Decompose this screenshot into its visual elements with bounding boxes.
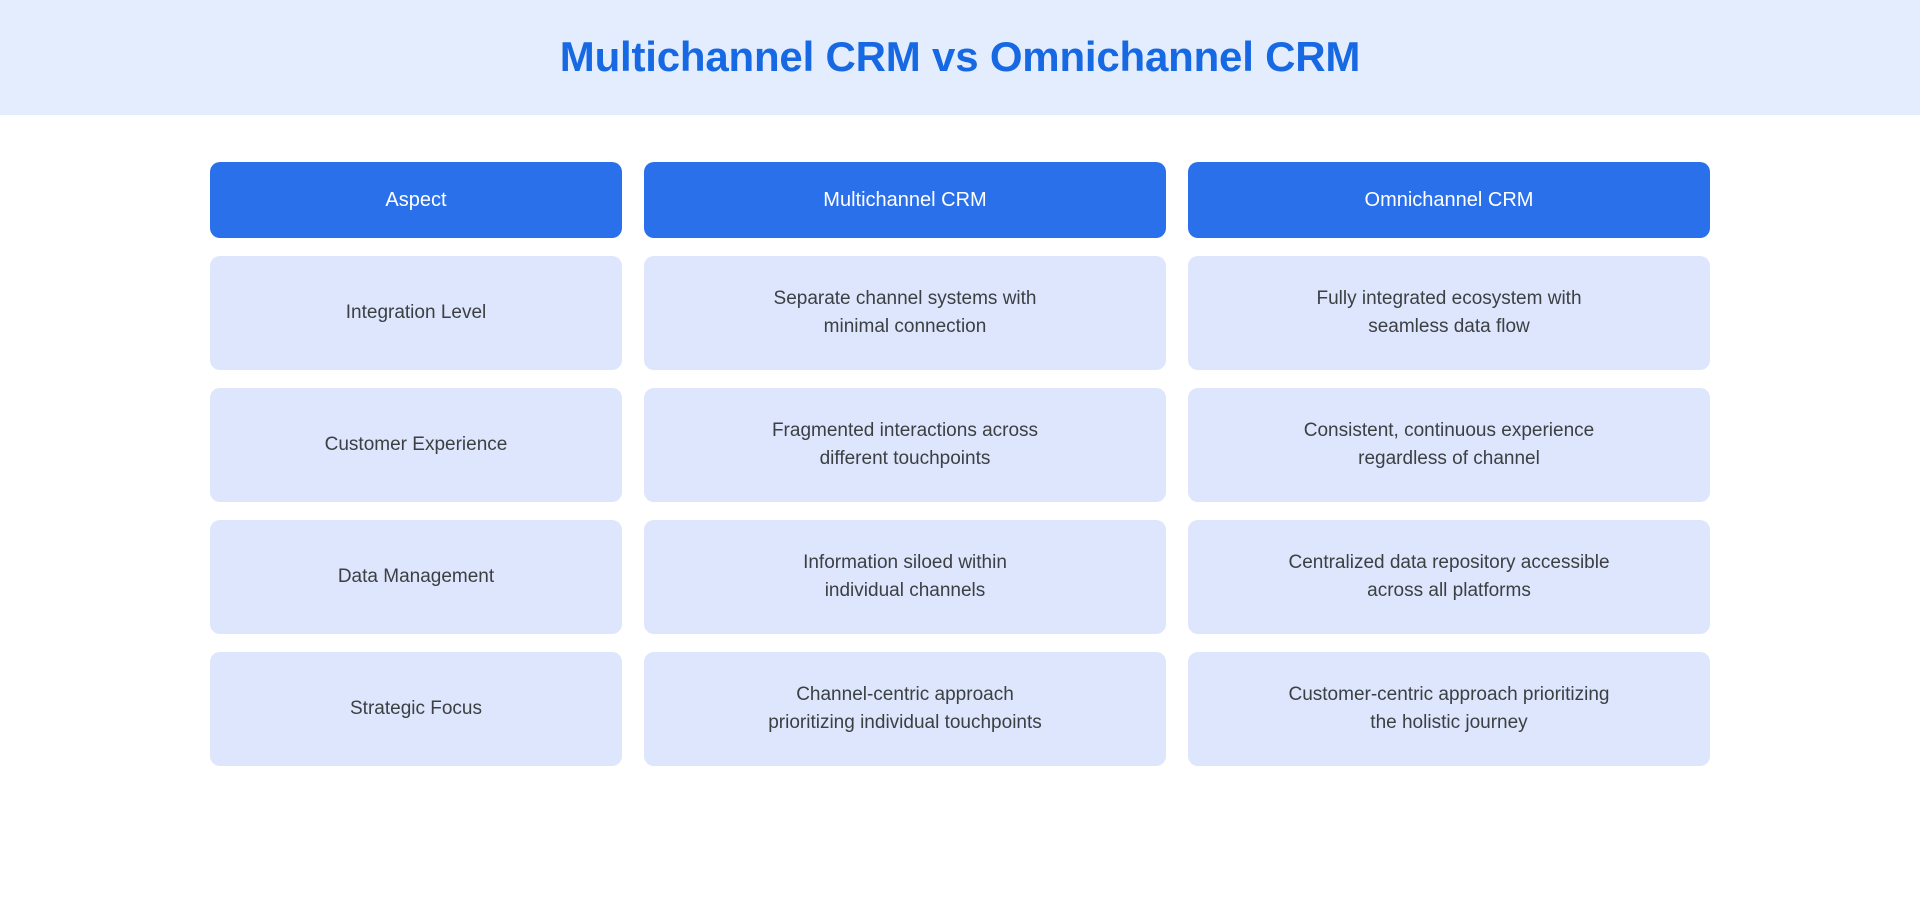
column-header-aspect: Aspect	[210, 162, 622, 238]
table-header-row: Aspect Multichannel CRM Omnichannel CRM	[210, 162, 1710, 238]
column-header-label: Omnichannel CRM	[1364, 188, 1534, 211]
cell-omnichannel: Centralized data repository accessible a…	[1188, 520, 1710, 634]
cell-multichannel: Separate channel systems with minimal co…	[644, 256, 1166, 370]
cell-text: Fragmented interactions across different…	[771, 419, 1039, 470]
cell-text: Fully integrated ecosystem with seamless…	[1316, 287, 1582, 338]
comparison-table: Aspect Multichannel CRM Omnichannel CRM …	[210, 162, 1710, 766]
page-title: Multichannel CRM vs Omnichannel CRM	[559, 33, 1361, 81]
cell-text: Separate channel systems with minimal co…	[773, 287, 1037, 338]
cell-text: Consistent, continuous experience regard…	[1303, 419, 1595, 470]
page-banner: Multichannel CRM vs Omnichannel CRM	[0, 0, 1920, 115]
cell-aspect: Strategic Focus	[210, 652, 622, 766]
cell-multichannel: Channel-centric approach prioritizing in…	[644, 652, 1166, 766]
cell-omnichannel: Consistent, continuous experience regard…	[1188, 388, 1710, 502]
cell-omnichannel: Fully integrated ecosystem with seamless…	[1188, 256, 1710, 370]
cell-text: Channel-centric approach prioritizing in…	[768, 683, 1042, 734]
table-row: Customer Experience Fragmented interacti…	[210, 388, 1710, 502]
table-row: Data Management Information siloed withi…	[210, 520, 1710, 634]
cell-multichannel: Information siloed within individual cha…	[644, 520, 1166, 634]
table-row: Strategic Focus Channel-centric approach…	[210, 652, 1710, 766]
cell-text: Information siloed within individual cha…	[803, 551, 1007, 602]
cell-aspect: Data Management	[210, 520, 622, 634]
cell-text: Customer-centric approach prioritizing t…	[1288, 683, 1610, 734]
cell-multichannel: Fragmented interactions across different…	[644, 388, 1166, 502]
cell-text: Strategic Focus	[350, 697, 482, 719]
cell-text: Data Management	[337, 565, 495, 587]
cell-aspect: Integration Level	[210, 256, 622, 370]
column-header-label: Aspect	[385, 188, 447, 211]
cell-omnichannel: Customer-centric approach prioritizing t…	[1188, 652, 1710, 766]
cell-aspect: Customer Experience	[210, 388, 622, 502]
cell-text: Centralized data repository accessible a…	[1288, 551, 1610, 602]
cell-text: Integration Level	[345, 301, 487, 323]
table-row: Integration Level Separate channel syste…	[210, 256, 1710, 370]
column-header-multichannel: Multichannel CRM	[644, 162, 1166, 238]
cell-text: Customer Experience	[324, 433, 508, 455]
column-header-omnichannel: Omnichannel CRM	[1188, 162, 1710, 238]
column-header-label: Multichannel CRM	[823, 188, 987, 211]
